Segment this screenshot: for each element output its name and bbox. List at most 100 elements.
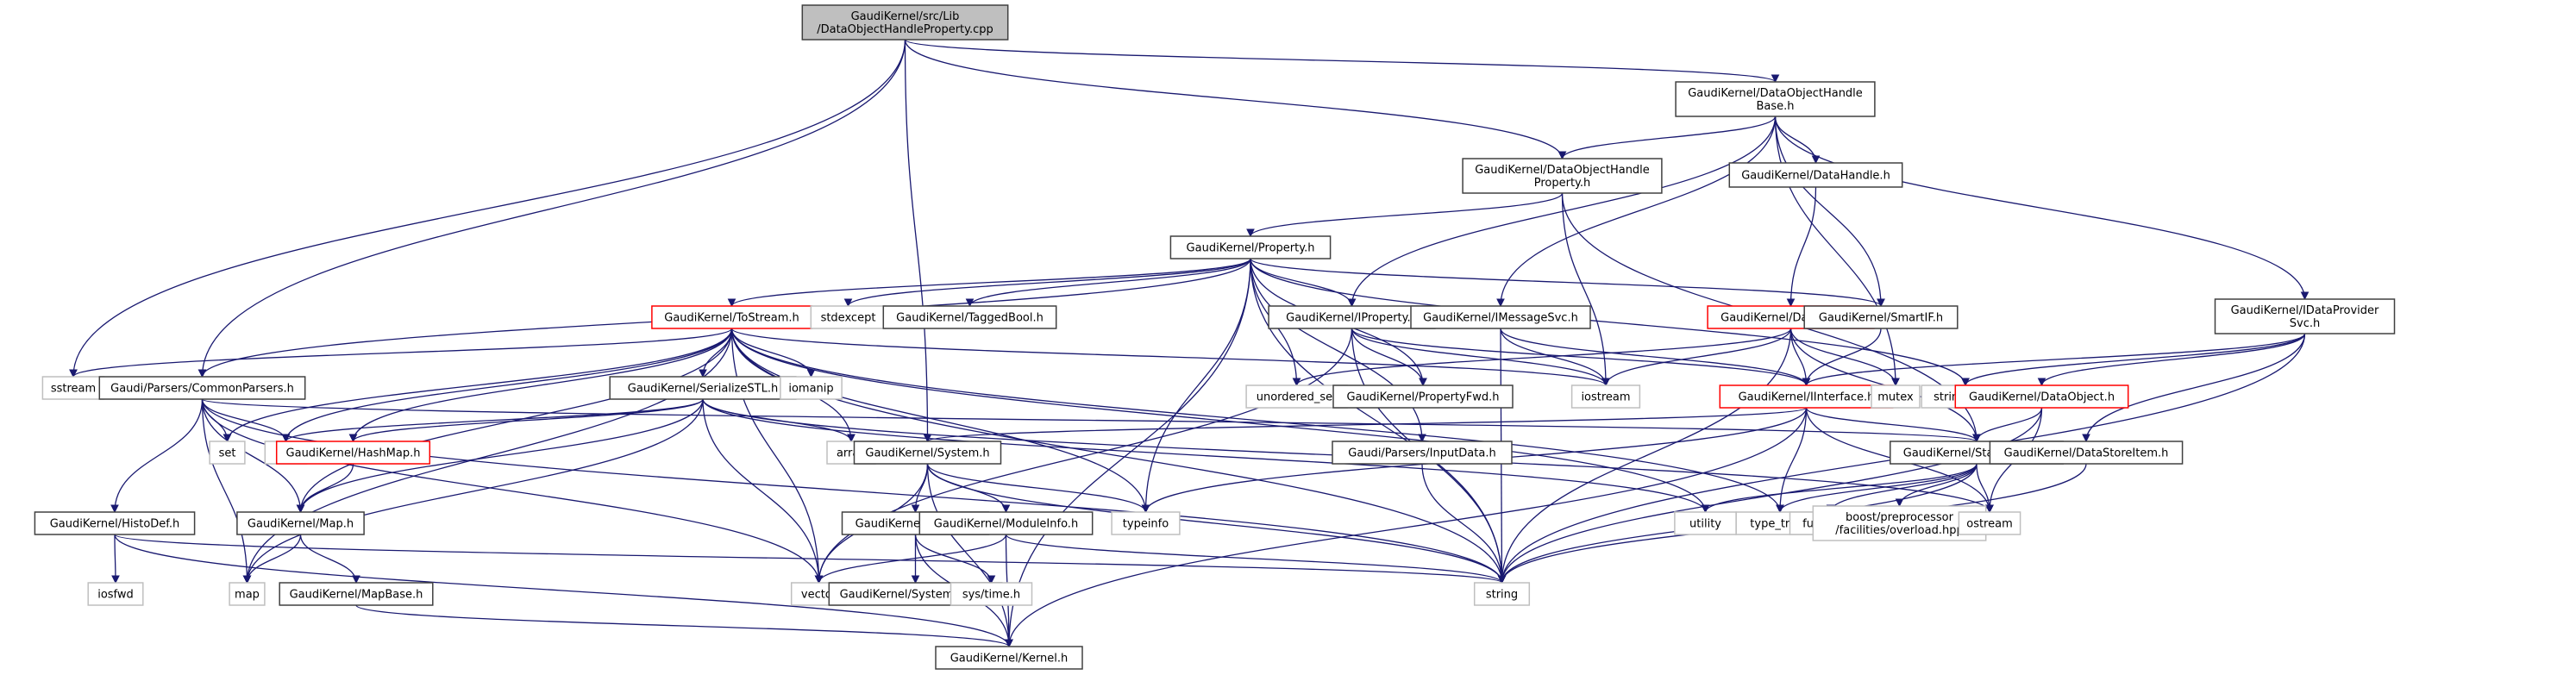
node-commonparsers[interactable]: Gaudi/Parsers/CommonParsers.h bbox=[98, 376, 306, 400]
edge-tostream-to-type_traits bbox=[730, 328, 1781, 513]
edge-commonparsers-to-histodef bbox=[114, 398, 204, 513]
edge-tostream-to-iomanip bbox=[730, 328, 812, 378]
edge-smartif-to-iinterface bbox=[1805, 328, 1882, 386]
node-label: GaudiKernel/HistoDef.h bbox=[50, 518, 180, 531]
node-box bbox=[41, 376, 105, 400]
node-label: stdexcept bbox=[821, 312, 876, 325]
node-iosfwd: iosfwd bbox=[87, 582, 144, 606]
node-box bbox=[1473, 582, 1531, 606]
edge-tostream-to-list bbox=[285, 328, 733, 442]
edge-tostream-to-set bbox=[226, 328, 733, 442]
edge-property-to-smartif bbox=[1250, 258, 1882, 307]
node-label: unordered_set bbox=[1257, 391, 1337, 404]
arrowhead-dohprop-to-property bbox=[1246, 228, 1255, 238]
node-dataobject[interactable]: GaudiKernel/DataObject.h bbox=[1954, 384, 2129, 409]
node-imessagesvc[interactable]: GaudiKernel/IMessageSvc.h bbox=[1410, 305, 1591, 329]
node-label: set bbox=[219, 447, 236, 460]
edge-property-to-stdexcept bbox=[847, 258, 1251, 307]
node-moduleinfo[interactable]: GaudiKernel/ModuleInfo.h bbox=[918, 511, 1094, 535]
arrowhead-hashmap-to-map_h bbox=[296, 504, 305, 514]
edge-iinterface-to-kernel bbox=[1008, 407, 1808, 647]
edge-statuscode-to-functional bbox=[1829, 463, 1977, 513]
edge-dohbase-to-iproperty bbox=[1351, 116, 1777, 307]
node-map_h[interactable]: GaudiKernel/Map.h bbox=[236, 511, 365, 535]
node-label: Property.h bbox=[1534, 177, 1591, 190]
arrowhead-property-to-iproperty bbox=[1347, 298, 1357, 308]
node-box bbox=[1803, 305, 1959, 329]
arrowhead-tostream-to-serializestl bbox=[699, 369, 707, 378]
node-smartif[interactable]: GaudiKernel/SmartIF.h bbox=[1803, 305, 1959, 329]
node-label: mutex bbox=[1877, 391, 1914, 404]
node-label: GaudiKernel/DataHandle.h bbox=[1741, 170, 1890, 183]
edge-idataprov-to-string_view bbox=[1965, 333, 2306, 386]
node-inputdata[interactable]: Gaudi/Parsers/InputData.h bbox=[1332, 441, 1513, 465]
edge-property-to-iproperty bbox=[1250, 258, 1353, 307]
node-stdexcept: stdexcept bbox=[810, 305, 887, 329]
edge-property-to-typeinfo bbox=[1144, 258, 1251, 513]
edge-system-to-typeinfo bbox=[926, 463, 1147, 513]
edge-commonparsers-to-statuscode bbox=[201, 398, 1977, 442]
edge-serializestl-to-map_h bbox=[299, 398, 704, 513]
node-datahandle[interactable]: GaudiKernel/DataHandle.h bbox=[1728, 162, 1903, 188]
node-tostream[interactable]: GaudiKernel/ToStream.h bbox=[651, 305, 812, 329]
node-box bbox=[1410, 305, 1591, 329]
node-iproperty[interactable]: GaudiKernel/IProperty.h bbox=[1268, 305, 1436, 329]
arrowhead-tostream-to-iomanip bbox=[806, 369, 816, 378]
edge-iproperty-to-propertyfwd bbox=[1351, 328, 1424, 386]
node-label: iosfwd bbox=[97, 589, 134, 602]
edge-commonparsers-to-vector bbox=[201, 398, 820, 584]
edge-root-to-commonparsers bbox=[201, 39, 906, 378]
node-iinterface[interactable]: GaudiKernel/IInterface.h bbox=[1719, 384, 1894, 409]
node-label: GaudiKernel/DataStoreItem.h bbox=[2004, 447, 2169, 460]
node-propertyfwd[interactable]: GaudiKernel/PropertyFwd.h bbox=[1332, 384, 1514, 409]
node-box bbox=[1570, 384, 1641, 409]
edge-system-to-kernel bbox=[926, 463, 1010, 647]
node-serializestl[interactable]: GaudiKernel/SerializeSTL.h bbox=[609, 376, 797, 400]
arrowhead-property-to-smartif bbox=[1877, 298, 1885, 308]
arrowhead-moduleinfo-to-string bbox=[1497, 575, 1507, 584]
node-box bbox=[950, 582, 1033, 606]
edge-dataobjid-to-string bbox=[1501, 328, 1792, 584]
node-box bbox=[1958, 511, 2021, 535]
edge-tostream-to-iostream bbox=[730, 328, 1607, 386]
edge-serializestl-to-list bbox=[285, 398, 704, 442]
node-box bbox=[1989, 441, 2184, 465]
node-unordered_set: unordered_set bbox=[1245, 384, 1348, 409]
arrowhead-dohbase-to-imessagesvc bbox=[1496, 298, 1505, 308]
node-box bbox=[1169, 235, 1332, 259]
edge-tostream-to-map_h bbox=[299, 328, 733, 513]
node-box bbox=[1728, 162, 1903, 188]
arrowhead-timing-to-systime bbox=[987, 575, 996, 584]
edge-commonparsers-to-map bbox=[201, 398, 248, 584]
node-system[interactable]: GaudiKernel/System.h bbox=[853, 441, 1002, 465]
node-box bbox=[1871, 384, 1921, 409]
node-dohprop[interactable]: GaudiKernel/DataObjectHandleProperty.h bbox=[1462, 158, 1663, 194]
edge-timing-to-systime bbox=[914, 534, 993, 584]
node-histodef[interactable]: GaudiKernel/HistoDef.h bbox=[34, 511, 196, 535]
arrowhead-map_h-to-mapbase bbox=[352, 575, 360, 584]
node-root[interactable]: GaudiKernel/src/Lib/DataObjectHandleProp… bbox=[801, 4, 1009, 41]
edge-dataobjid-to-unordered_set bbox=[1295, 328, 1792, 386]
node-box bbox=[801, 4, 1009, 41]
node-hashmap[interactable]: GaudiKernel/HashMap.h bbox=[275, 441, 431, 465]
node-iostream: iostream bbox=[1570, 384, 1641, 409]
node-label: /facilities/overload.hpp bbox=[1835, 524, 1963, 537]
node-label: GaudiKernel/SmartIF.h bbox=[1819, 312, 1943, 325]
arrowhead-idataprov-to-datastoreitem bbox=[2082, 434, 2090, 443]
edge-statuscode-to-type_traits bbox=[1779, 463, 1977, 513]
arrowhead-idataprov-to-string_view bbox=[1961, 378, 1970, 387]
edge-datahandle-to-dataobjid bbox=[1789, 186, 1817, 307]
node-taggedbool[interactable]: GaudiKernel/TaggedBool.h bbox=[882, 305, 1057, 329]
node-datastoreitem[interactable]: GaudiKernel/DataStoreItem.h bbox=[1989, 441, 2184, 465]
arrowhead-commonparsers-to-histodef bbox=[110, 504, 119, 514]
edge-root-to-sstream bbox=[72, 39, 906, 378]
node-box bbox=[1812, 505, 1987, 541]
edge-root-to-dohprop bbox=[904, 39, 1564, 159]
edge-property-to-taggedbool bbox=[968, 258, 1251, 307]
node-property[interactable]: GaudiKernel/Property.h bbox=[1169, 235, 1332, 259]
edge-tostream-to-hashmap bbox=[352, 328, 733, 442]
node-mapbase[interactable]: GaudiKernel/MapBase.h bbox=[279, 582, 434, 606]
node-kernel[interactable]: GaudiKernel/Kernel.h bbox=[935, 646, 1083, 670]
